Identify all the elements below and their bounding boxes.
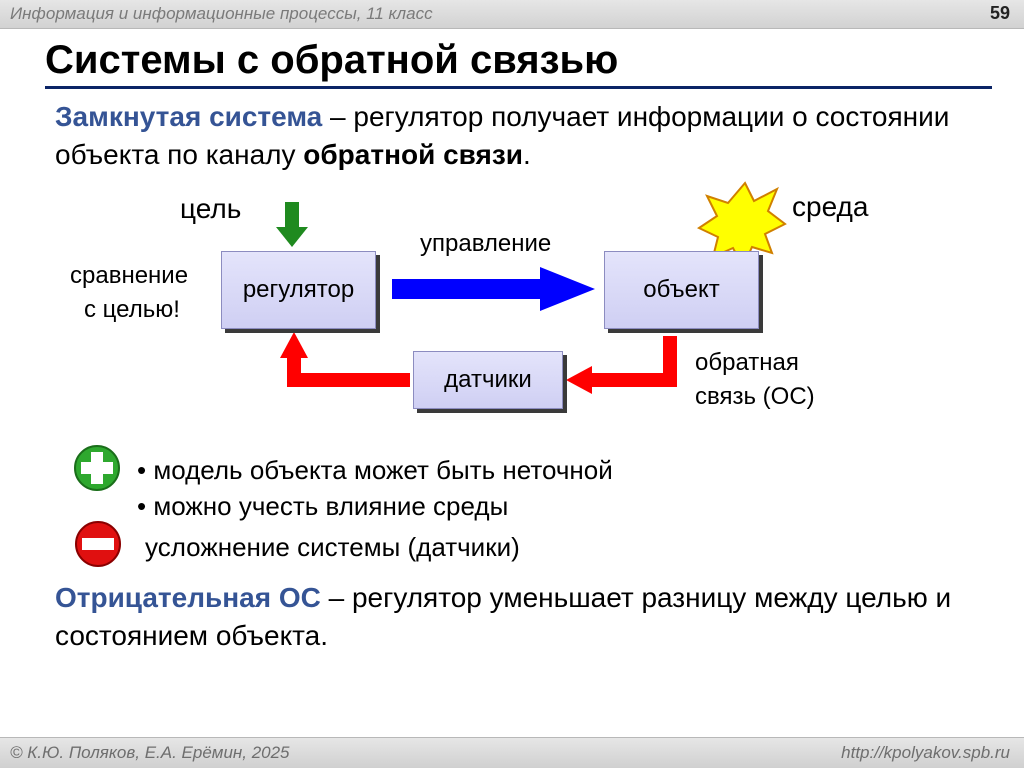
footer-url[interactable]: http://kpolyakov.spb.ru: [841, 743, 1010, 762]
pro-item-1: • модель объекта может быть неточной: [137, 455, 613, 486]
goal-label: цель: [180, 193, 242, 224]
comparison-label-line1: сравнение: [70, 262, 189, 289]
negative-feedback-paragraph: Отрицательная ОС – регулятор уменьшает р…: [55, 579, 955, 655]
closed-system-text: – регулятор получает информации о состоя…: [55, 101, 950, 170]
object-box: объект: [604, 251, 759, 329]
feedback-label-line1: обратная: [695, 349, 799, 376]
pro-text-1: модель объекта может быть неточной: [153, 455, 613, 485]
footer-bar: © К.Ю. Поляков, Е.А. Ерёмин, 2025 http:/…: [0, 737, 1024, 768]
con-text-1: усложнение системы (датчики): [145, 532, 520, 562]
feedback-arrow-sensors-to-regulator: [280, 332, 410, 387]
feedback-label-line2: связь (ОС): [695, 383, 815, 410]
feedback-term: обратной связи: [303, 139, 523, 170]
negative-feedback-text: – регулятор уменьшает разницу между цель…: [55, 582, 952, 651]
regulator-box: регулятор: [221, 251, 376, 329]
goal-arrow: [276, 202, 308, 247]
course-title: Информация и информационные процессы, 11…: [10, 4, 433, 23]
feedback-arrow-object-to-sensors: [566, 336, 677, 394]
title-underline: [45, 86, 992, 89]
closed-system-paragraph: Замкнутая система – регулятор получает и…: [55, 98, 955, 174]
plus-icon: [74, 445, 120, 491]
negative-feedback-term: Отрицательная ОС: [55, 582, 321, 613]
sensors-box: датчики: [413, 351, 563, 409]
pro-text-2: можно учесть влияние среды: [153, 491, 509, 521]
minus-icon: [75, 521, 121, 567]
page-number: 59: [989, 3, 1010, 23]
closed-system-end: .: [522, 139, 531, 170]
con-item-1: усложнение системы (датчики): [145, 532, 520, 563]
header-bar: Информация и информационные процессы, 11…: [0, 0, 1024, 29]
control-arrow: [392, 267, 595, 311]
pro-item-2: • можно учесть влияние среды: [137, 491, 508, 522]
footer-authors: © К.Ю. Поляков, Е.А. Ерёмин, 2025: [10, 743, 290, 762]
closed-system-term: Замкнутая система: [55, 101, 323, 132]
bullet-mark: •: [137, 455, 147, 485]
slide-title: Системы с обратной связью: [45, 38, 619, 82]
bullet-mark: •: [137, 491, 147, 521]
control-label: управление: [420, 230, 552, 257]
environment-label: среда: [792, 191, 869, 222]
comparison-label-line2: с целью!: [84, 296, 180, 323]
